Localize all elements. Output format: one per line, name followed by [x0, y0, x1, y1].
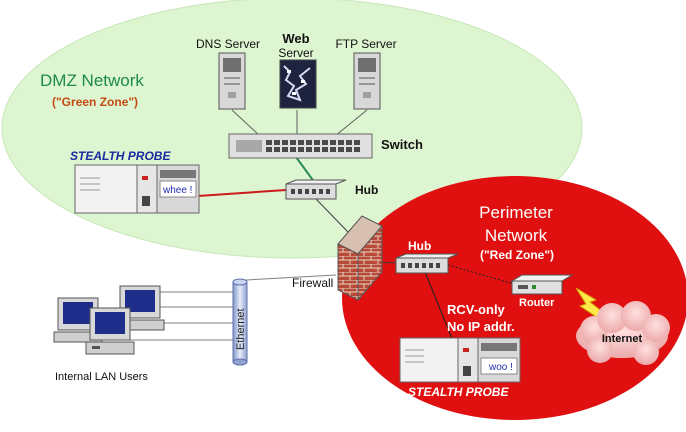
router-device	[510, 274, 574, 295]
web-server-label-line2: Server	[278, 46, 313, 60]
perimeter-probe-label: STEALTH PROBE	[408, 385, 509, 399]
web-server	[279, 59, 317, 109]
dmz-subtitle: ("Green Zone")	[52, 95, 138, 109]
firewall-label: Firewall	[292, 276, 333, 290]
dmz-probe-label: STEALTH PROBE	[70, 149, 171, 163]
perimeter-probe-screen: woo !	[488, 362, 513, 373]
internet-label: Internet	[602, 333, 643, 345]
dmz-hub-device	[285, 179, 347, 200]
perimeter-probe-note-line1: RCV-only	[447, 302, 506, 317]
dns-server	[218, 52, 246, 110]
lan-label: Internal LAN Users	[55, 371, 148, 383]
ethernet-cable	[232, 278, 248, 366]
router-label: Router	[519, 297, 555, 309]
dmz-probe-screen: whee !	[162, 185, 192, 196]
perimeter-probe-device	[399, 337, 521, 383]
perimeter-hub-label: Hub	[408, 239, 431, 253]
perimeter-probe-note-line2: No IP addr.	[447, 319, 515, 334]
perimeter-title-line2: Network	[485, 226, 548, 245]
dmz-hub-label: Hub	[355, 183, 378, 197]
internet-cloud	[576, 301, 670, 365]
perimeter-subtitle: ("Red Zone")	[480, 248, 554, 262]
perimeter-title-line1: Perimeter	[479, 203, 553, 222]
lan-workstations	[53, 285, 165, 355]
firewall-device	[337, 215, 383, 302]
switch-label: Switch	[381, 137, 423, 152]
web-server-label-line1: Web	[282, 31, 309, 46]
ftp-server-label: FTP Server	[335, 37, 396, 51]
dmz-title: DMZ Network	[40, 71, 144, 90]
ftp-server	[353, 52, 381, 110]
ethernet-label: Ethernet	[235, 308, 247, 350]
dns-server-label: DNS Server	[196, 37, 260, 51]
dmz-probe-device	[74, 164, 200, 214]
perimeter-hub-device	[395, 253, 459, 274]
switch-device	[228, 133, 373, 159]
network-links	[130, 109, 515, 347]
